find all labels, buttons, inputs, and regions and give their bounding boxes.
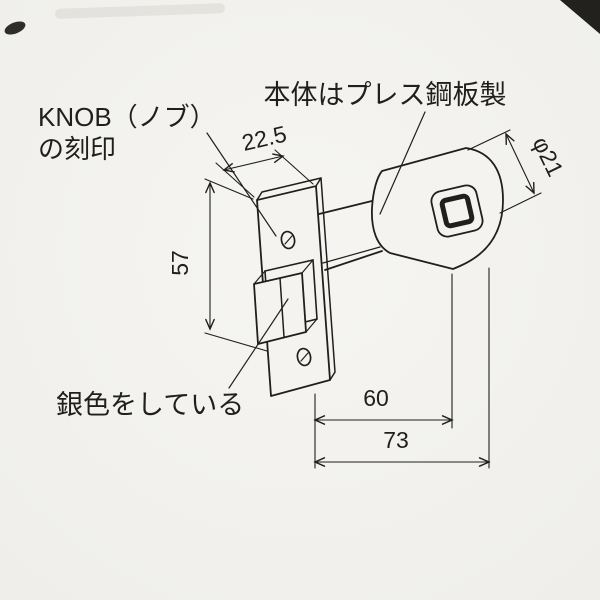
- dimension-value-screw-pitch: 57: [167, 250, 193, 276]
- screw-hole-bottom: [296, 347, 312, 367]
- latch-bolt-recess-lines: [253, 259, 318, 333]
- faceplate-side-edge: [320, 177, 336, 381]
- scan-artifact-blob: [4, 21, 26, 35]
- dimension-value-backset: 60: [363, 385, 389, 411]
- latch-case-tube: [318, 199, 383, 271]
- label-knob-marking-line2: の刻印: [38, 134, 116, 164]
- spindle-hole-square: [439, 193, 475, 229]
- label-body-material: 本体はプレス鋼板製: [264, 80, 507, 110]
- extension-line: [467, 129, 511, 151]
- extension-line: [499, 192, 542, 214]
- leader-line-silver-color: [228, 298, 289, 389]
- latch-case-contour-line: [322, 246, 381, 264]
- dimension-case-depth: 73: [313, 267, 491, 469]
- leader-line-body-material: [379, 111, 426, 215]
- latch-bolt-front-face: [253, 272, 307, 345]
- dimension-line: [222, 153, 285, 173]
- screw-slot-top: [284, 235, 293, 245]
- scan-artifact-smudge: [55, 3, 225, 19]
- dimension-value-barrel-diameter: φ21: [528, 133, 569, 181]
- extension-line: [204, 332, 268, 352]
- label-silver-color: 銀色をしている: [56, 390, 244, 420]
- label-knob-marking-line1: KNOB（ノブ）: [38, 102, 216, 132]
- latch-hub-body: [371, 147, 504, 270]
- dimension-value-faceplate-width: 22.5: [239, 121, 288, 156]
- dimension-screw-pitch: 57: [167, 178, 268, 352]
- spindle-hole: [430, 184, 484, 238]
- screw-hole-top: [280, 230, 296, 250]
- scan-artifact-corner: [560, 0, 600, 34]
- latch-assembly: [253, 147, 504, 397]
- latch-case-top-edge: [318, 199, 377, 215]
- leader-line-knob-marking: [206, 132, 277, 237]
- dimension-value-case-depth: 73: [383, 427, 409, 453]
- extension-line: [274, 149, 314, 185]
- latch-case-bottom-edge: [324, 250, 383, 271]
- dimension-line: [505, 132, 535, 195]
- screw-slot-bottom: [300, 352, 309, 362]
- spindle-hole-collar: [430, 184, 484, 238]
- dimension-backset: 60: [313, 273, 454, 469]
